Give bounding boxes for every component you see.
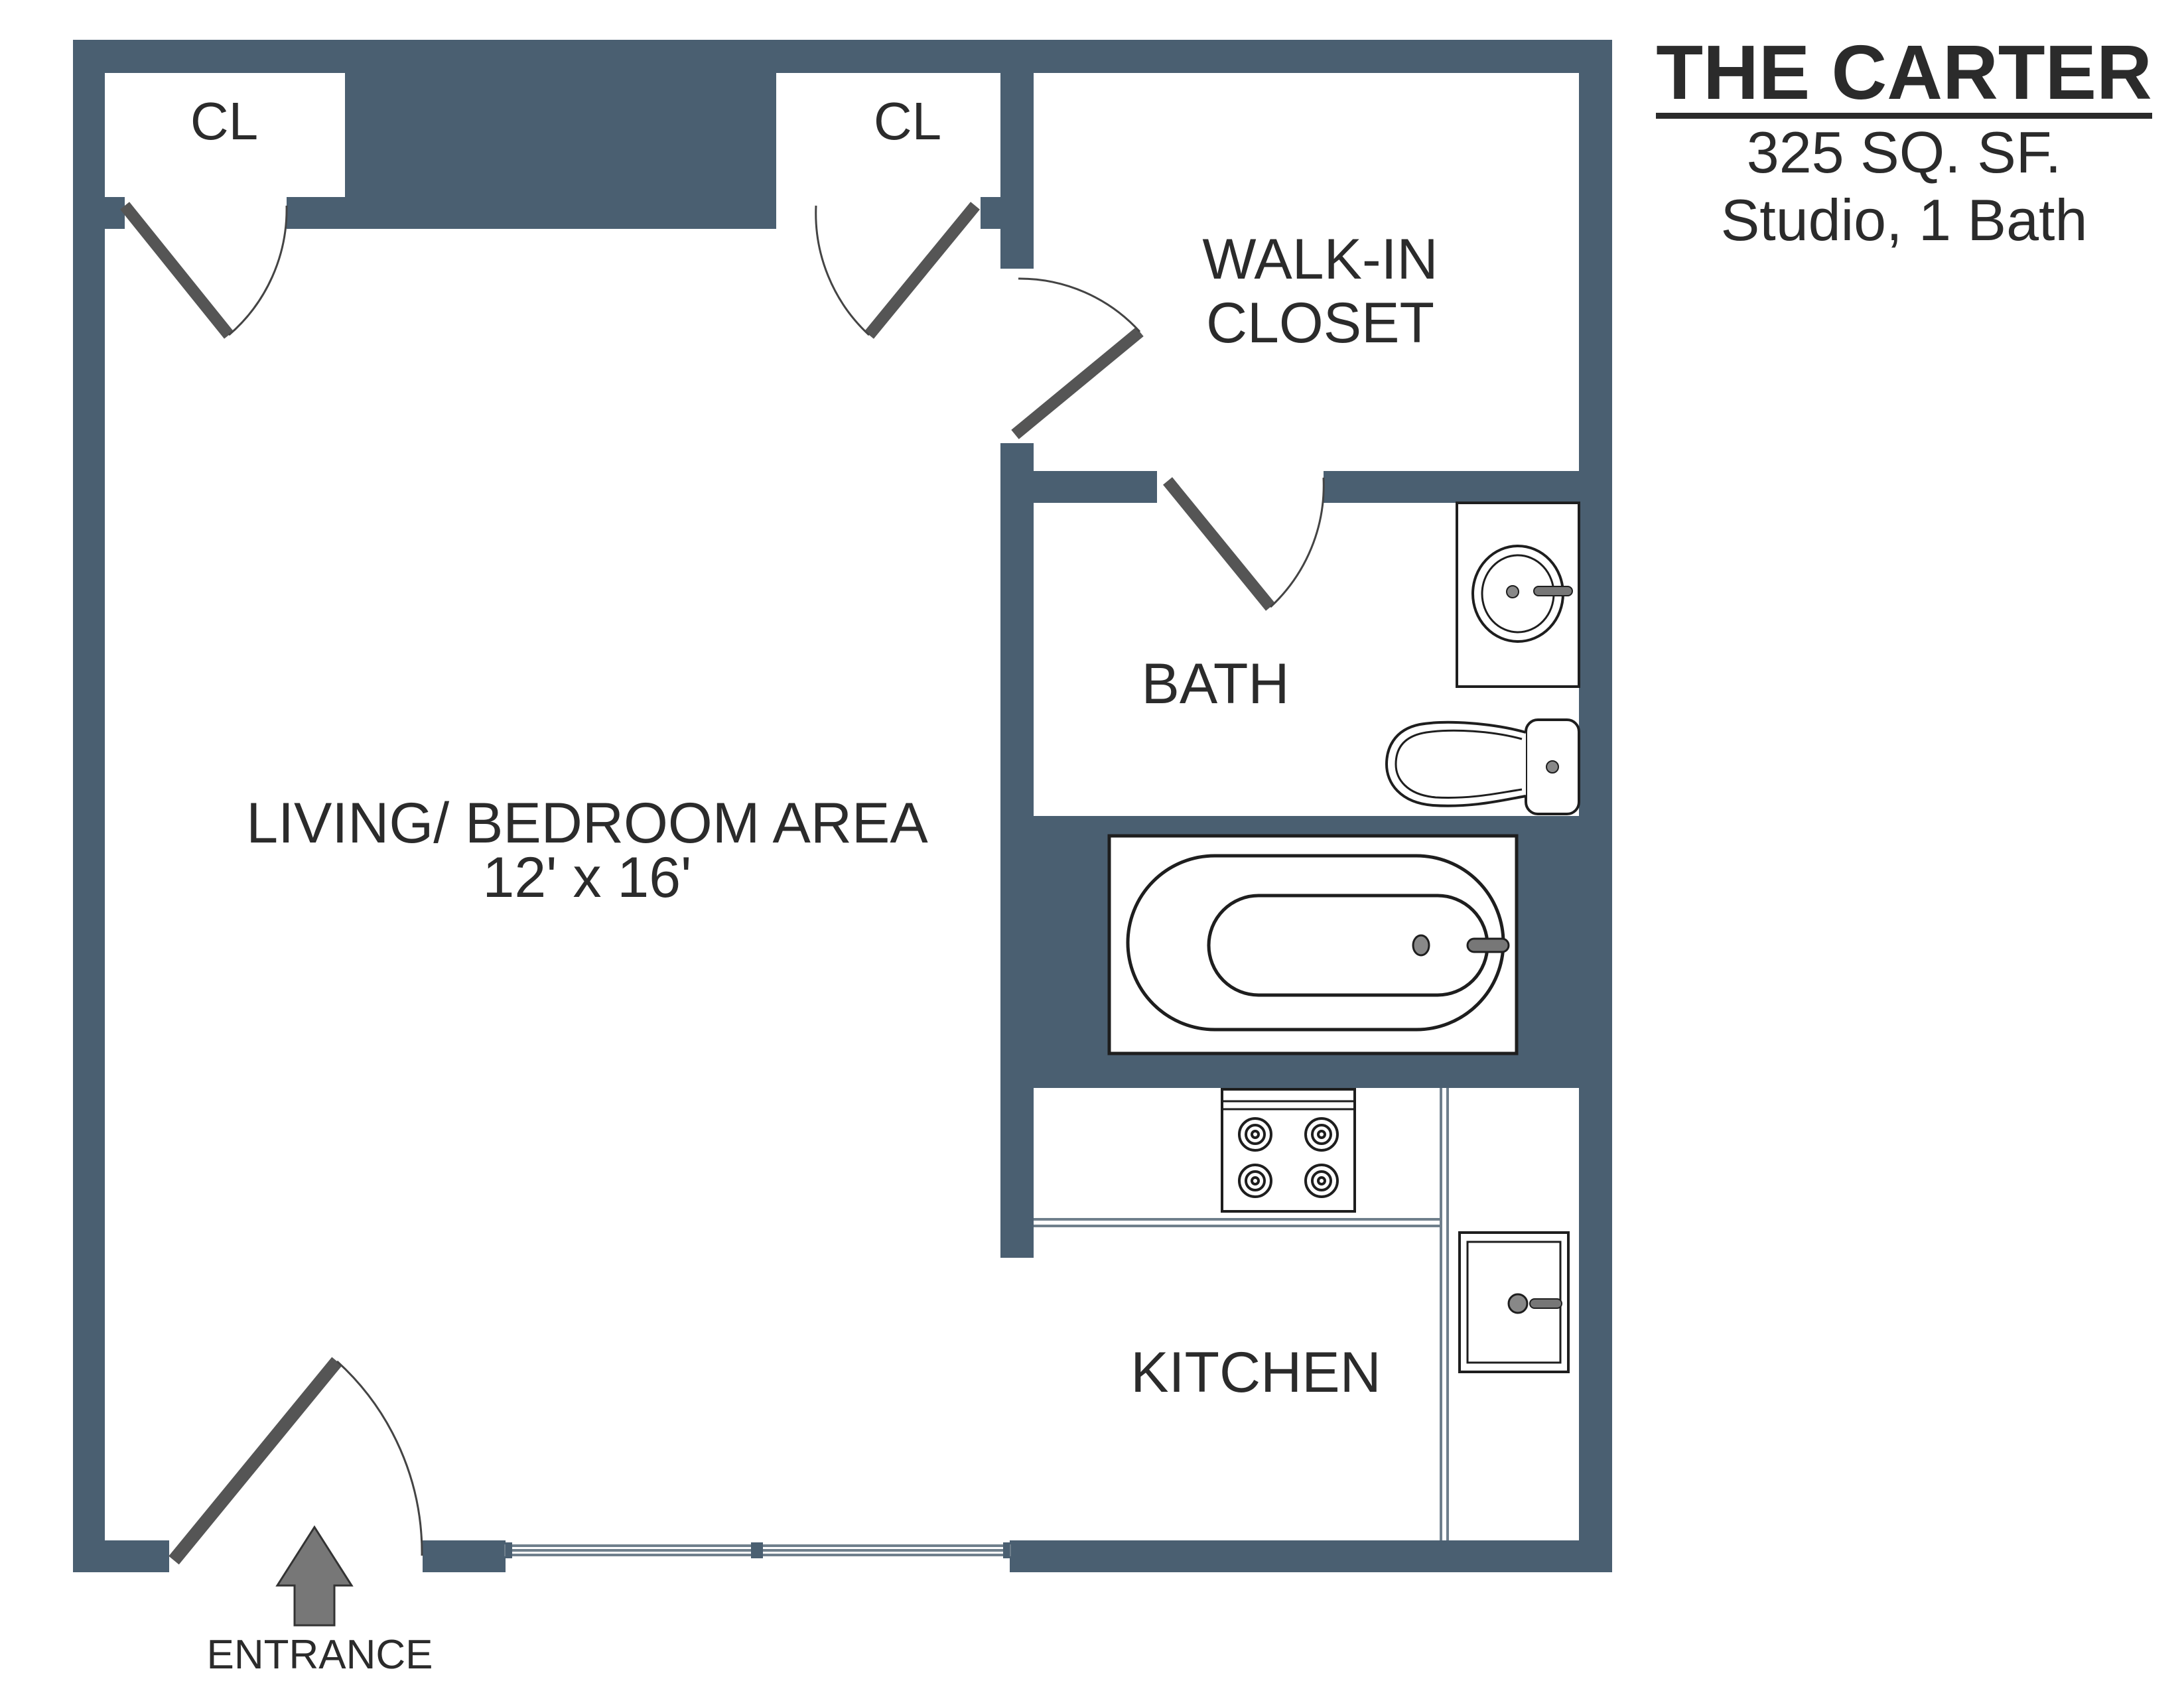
- kitchen-sink: [1458, 1231, 1570, 1373]
- kitchen-counters: [1034, 1088, 1449, 1540]
- unit-area: 325 SQ. SF.: [1746, 119, 2062, 185]
- stove: [1221, 1088, 1356, 1213]
- walk-in-label-line1: WALK-IN: [1202, 228, 1438, 291]
- bath-vanity: [1456, 502, 1580, 688]
- living-area-size: 12' x 16': [483, 846, 692, 910]
- closet-right-door: [864, 202, 980, 339]
- burner-icons: [1238, 1117, 1339, 1198]
- property-title: THE CARTER: [1656, 33, 2152, 119]
- living-area-label: LIVING/ BEDROOM AREA: [246, 791, 928, 855]
- vanity-faucet-icon: [1533, 586, 1573, 596]
- sink-drain-icon: [1507, 1293, 1529, 1314]
- bathtub: [1107, 834, 1519, 1055]
- doors: [119, 202, 1325, 1565]
- closet-left-label: CL: [190, 92, 258, 151]
- entrance-label: ENTRANCE: [206, 1632, 433, 1678]
- closet-right-label: CL: [874, 92, 941, 151]
- sink-faucet-icon: [1529, 1298, 1562, 1309]
- walls: [73, 40, 1612, 1572]
- unit-type: Studio, 1 Bath: [1720, 187, 2088, 253]
- walk-in-label-line2: CLOSET: [1206, 291, 1434, 355]
- kitchen-label: KITCHEN: [1130, 1341, 1381, 1404]
- entrance-arrow-icon: [275, 1525, 354, 1627]
- toilet-flush-icon: [1546, 760, 1559, 774]
- bath-label: BATH: [1142, 652, 1290, 716]
- bath-door: [1163, 477, 1275, 611]
- closet-left-door: [119, 202, 234, 339]
- plan-header: THE CARTER 325 SQ. SF. Studio, 1 Bath: [1632, 33, 2176, 254]
- walk-in-door: [1011, 327, 1144, 439]
- vanity-drain-icon: [1506, 585, 1519, 598]
- toilet: [1385, 718, 1580, 815]
- window: [504, 1542, 1011, 1558]
- tub-drain-icon: [1412, 934, 1430, 957]
- entrance-door: [169, 1357, 342, 1565]
- tub-faucet-icon: [1466, 937, 1510, 953]
